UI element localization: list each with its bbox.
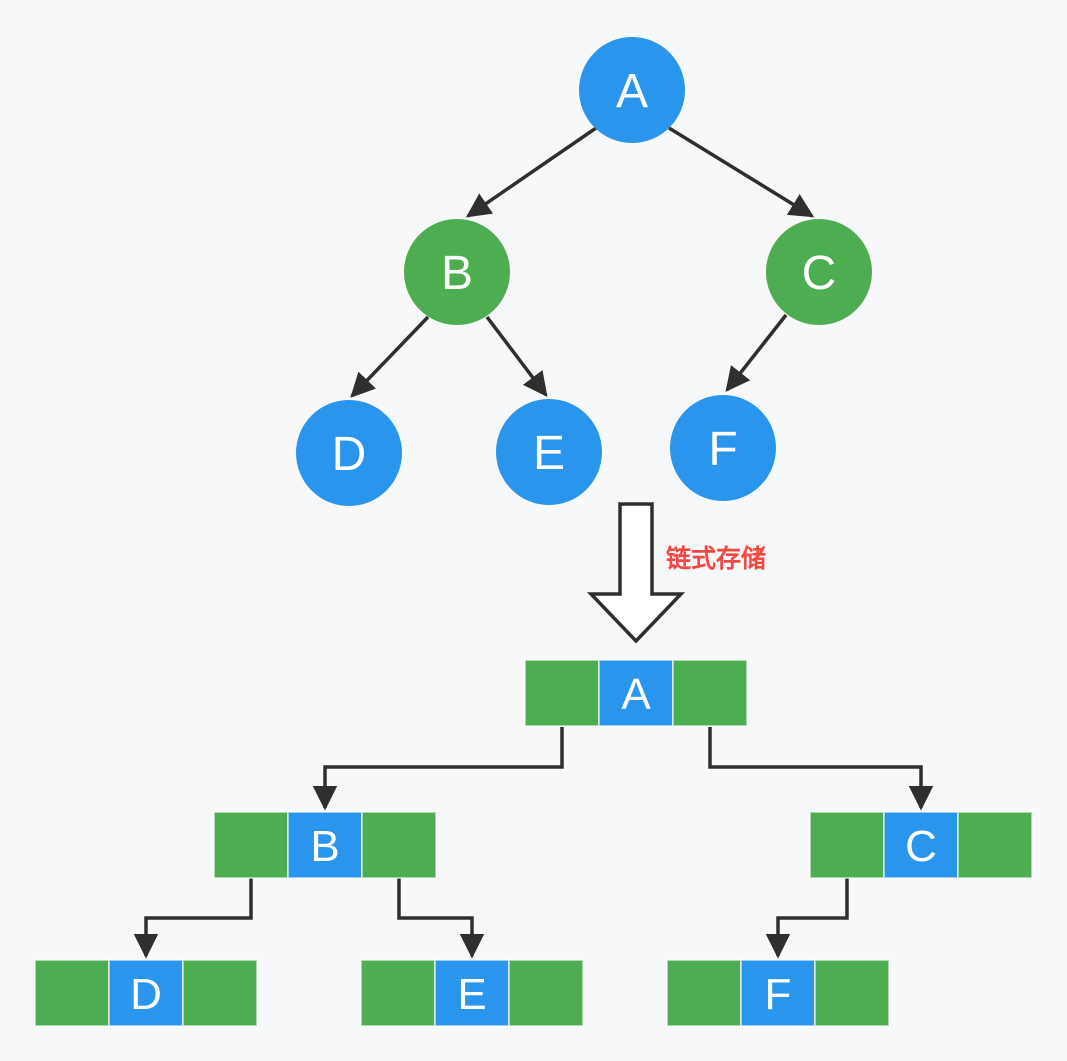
tree-node-a-circle xyxy=(579,37,685,143)
linked-storage-section: A B C D xyxy=(34,659,1033,1027)
tree-edge-a-b xyxy=(465,126,597,218)
tree-node-c-label: C xyxy=(802,247,837,300)
linked-node-d-data-cell xyxy=(108,959,184,1027)
linked-node-f-label: F xyxy=(765,970,792,1019)
tree-node-c: C xyxy=(766,219,872,325)
linked-node-f: F xyxy=(666,959,890,1027)
pointer-connectors xyxy=(133,727,934,959)
linked-node-b: B xyxy=(213,811,437,879)
linked-node-c-label: C xyxy=(905,822,937,871)
transform-label: 链式存储 xyxy=(666,544,766,573)
linked-node-d-label: D xyxy=(130,970,162,1019)
pointer-arrow-b-right-to-e xyxy=(397,878,485,959)
linked-node-d-right-pointer-cell xyxy=(182,959,258,1027)
linked-node-a-left-pointer-cell xyxy=(524,659,600,727)
linked-node-e-label: E xyxy=(457,970,486,1019)
linked-node-a-right-pointer-cell xyxy=(672,659,748,727)
linked-node-f-data-cell xyxy=(740,959,816,1027)
linked-node-b-left-pointer-cell xyxy=(213,811,289,879)
tree-node-f-label: F xyxy=(708,423,737,476)
linked-node-e-left-pointer-cell xyxy=(360,959,436,1027)
tree-node-f-circle xyxy=(670,395,776,501)
linked-node-d: D xyxy=(34,959,258,1027)
tree-node-a-label: A xyxy=(616,65,648,118)
tree-edge-b-d xyxy=(350,315,430,398)
linked-node-b-label: B xyxy=(310,822,339,871)
linked-node-d-left-pointer-cell xyxy=(34,959,110,1027)
tree-node-f: F xyxy=(670,395,776,501)
linked-node-e-data-cell xyxy=(434,959,510,1027)
tree-node-c-circle xyxy=(766,219,872,325)
pointer-arrow-a-left-to-b xyxy=(312,727,564,811)
pointer-arrow-b-left-to-d xyxy=(133,878,253,959)
down-arrow-icon xyxy=(586,502,686,644)
tree-section: A B C D E F xyxy=(296,37,872,506)
transform-group: 链式存储 xyxy=(586,502,766,644)
tree-node-d-circle xyxy=(296,400,402,506)
linked-node-b-right-pointer-cell xyxy=(361,811,437,879)
linked-node-a-data-cell xyxy=(598,659,674,727)
linked-node-a: A xyxy=(524,659,748,727)
linked-node-f-right-pointer-cell xyxy=(814,959,890,1027)
linked-node-c-data-cell xyxy=(883,811,959,879)
tree-node-a: A xyxy=(579,37,685,143)
linked-node-e-right-pointer-cell xyxy=(508,959,584,1027)
linked-node-f-left-pointer-cell xyxy=(666,959,742,1027)
linked-node-c: C xyxy=(809,811,1033,879)
linked-node-e: E xyxy=(360,959,584,1027)
pointer-arrow-c-left-to-f xyxy=(765,878,849,959)
tree-edge-a-c xyxy=(668,126,815,218)
tree-node-e-label: E xyxy=(533,427,565,480)
tree-edge-b-e xyxy=(485,315,548,397)
pointer-arrow-a-right-to-c xyxy=(708,727,934,811)
tree-edge-c-f xyxy=(725,313,788,392)
linked-node-c-right-pointer-cell xyxy=(957,811,1033,879)
tree-node-d-label: D xyxy=(332,428,367,481)
linked-node-a-label: A xyxy=(621,670,651,719)
tree-node-d: D xyxy=(296,400,402,506)
linked-node-b-data-cell xyxy=(287,811,363,879)
tree-node-b-circle xyxy=(404,219,510,325)
tree-node-b-label: B xyxy=(441,247,473,300)
linked-node-c-left-pointer-cell xyxy=(809,811,885,879)
tree-node-b: B xyxy=(404,219,510,325)
tree-node-e: E xyxy=(496,399,602,505)
tree-node-e-circle xyxy=(496,399,602,505)
